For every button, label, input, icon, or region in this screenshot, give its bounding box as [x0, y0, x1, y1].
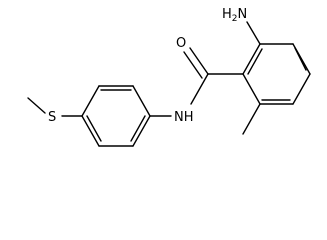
- ring-double-bond: [247, 48, 263, 75]
- ring-bond: [132, 115, 151, 147]
- aniline-ring: [81, 85, 151, 147]
- molecule-drawing: H2N O NH S: [27, 7, 311, 147]
- methyl-bond: [242, 103, 261, 135]
- amide-nitrogen-label: NH: [174, 110, 194, 125]
- amino-label: H2N: [222, 7, 247, 24]
- carbonyl-double-bond: [183, 51, 203, 79]
- ring-double-bond: [86, 115, 102, 142]
- carbonyl-double-bond: [189, 47, 209, 75]
- ring-double-bond: [130, 115, 146, 142]
- ring-bond: [81, 85, 100, 117]
- s-methyl-bond: [27, 97, 46, 114]
- ring-bond: [292, 73, 311, 105]
- carbonyl-oxygen-label: O: [176, 36, 186, 51]
- amide-bond: [190, 73, 209, 105]
- ring-bond: [242, 43, 261, 75]
- benzamide-ring: [242, 43, 311, 105]
- ring-bond: [132, 85, 151, 117]
- ring-bond: [81, 115, 100, 147]
- structure-diagram: H2N O NH S: [27, 7, 311, 147]
- sulfur-label: S: [48, 110, 56, 125]
- ring-bond: [242, 73, 261, 105]
- ring-double-bond: [294, 47, 307, 71]
- amino-bond: [246, 21, 261, 45]
